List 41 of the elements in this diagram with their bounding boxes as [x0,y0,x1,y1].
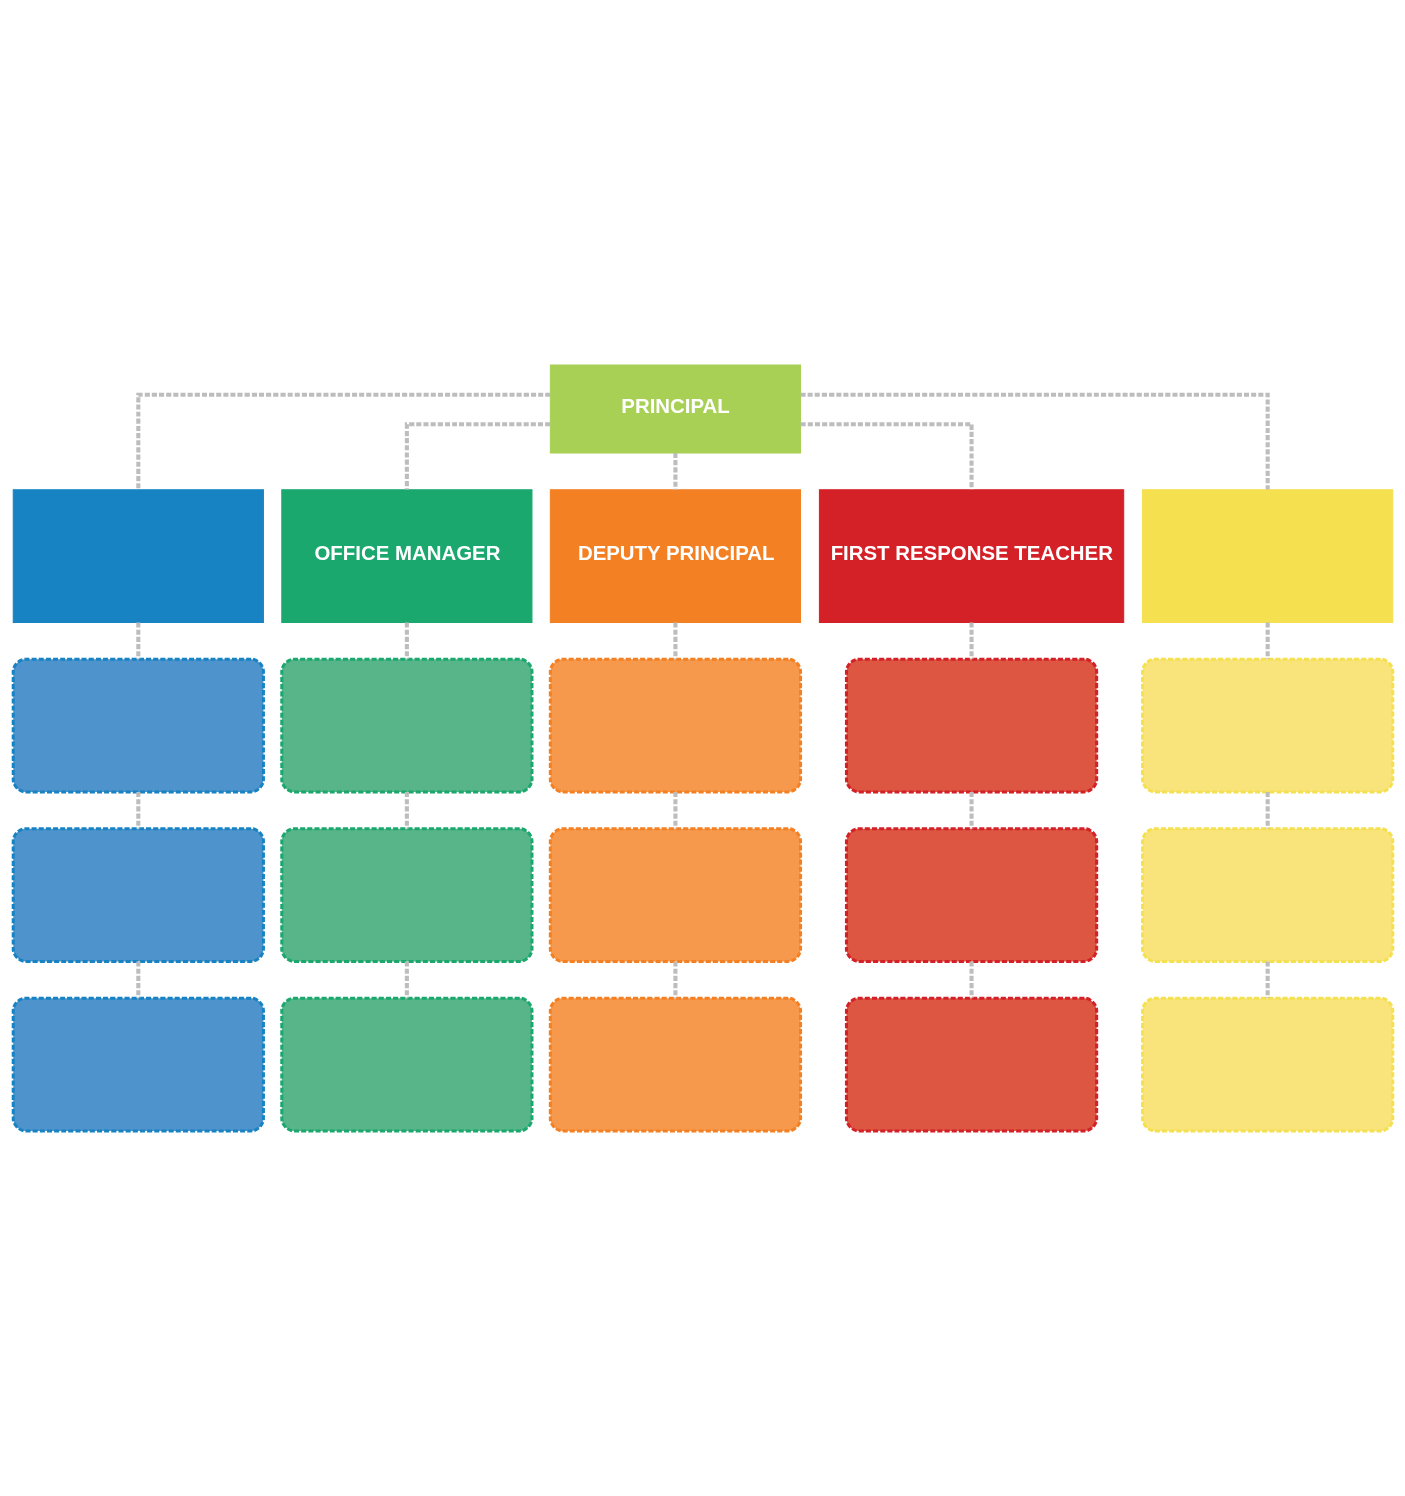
connector [404,622,409,659]
node-box: DEPUTY PRINCIPAL [549,489,801,623]
node-box: OFFICE MANAGER [280,489,532,623]
node-box [279,827,533,963]
connector [969,961,974,998]
connector [672,453,677,490]
connector [404,792,409,829]
connector [404,422,550,490]
node-box [548,996,802,1133]
node-box [548,657,802,794]
connector [1265,961,1270,998]
connector [800,422,974,490]
connector [672,961,677,998]
node-box [279,996,533,1133]
node-box [279,657,533,794]
connector [1265,792,1270,829]
connector [404,961,409,998]
node-box [11,827,265,963]
connector [1265,622,1270,659]
connector [135,392,550,490]
node-box [1140,657,1394,794]
connector [800,392,1270,490]
connector [672,622,677,659]
node-box [11,996,265,1133]
node-box [12,489,264,623]
connector [672,792,677,829]
node-box [844,657,1098,794]
connector [969,792,974,829]
node-box: FIRST RESPONSE TEACHER [818,489,1124,623]
connector [969,622,974,659]
connector [135,792,140,829]
connector [135,622,140,659]
node-box [844,827,1098,963]
node-box [1141,489,1393,623]
connector [135,961,140,998]
node-box [11,657,265,794]
node-box [844,996,1098,1133]
node-box [1140,996,1394,1133]
node-box: PRINCIPAL [549,364,801,454]
node-box [548,827,802,963]
node-box [1140,827,1394,963]
